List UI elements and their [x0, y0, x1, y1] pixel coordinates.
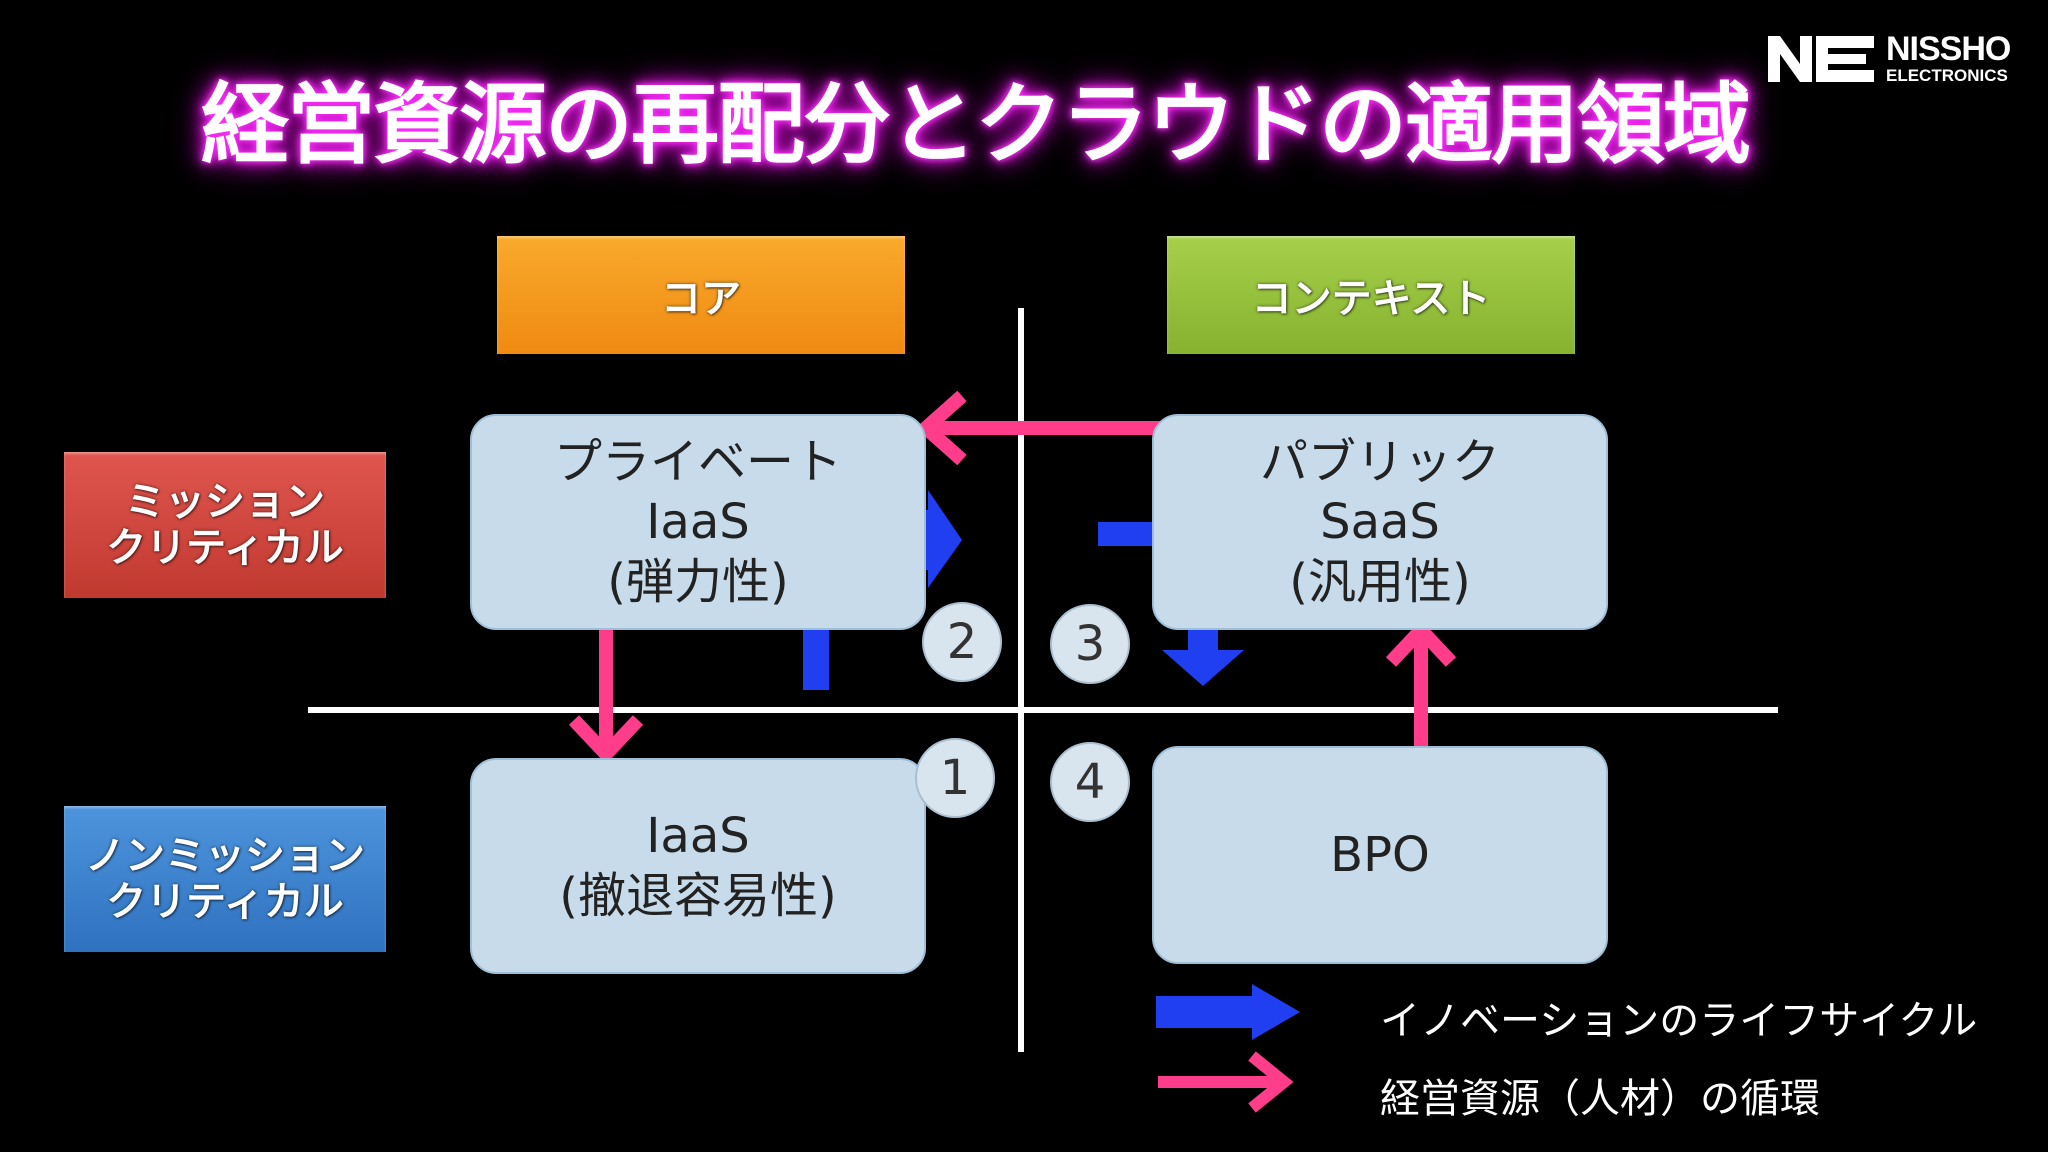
- blue-arrow-up-stub: [803, 626, 829, 690]
- box-private-iaas: プライベート IaaS (弾力性): [470, 414, 926, 630]
- row-header-non-mission-critical: ノンミッション クリティカル: [64, 806, 386, 952]
- column-header-core: コア: [497, 236, 905, 354]
- legend-pink-label: 経営資源（人材）の循環: [1380, 1076, 1820, 1122]
- logo-electronics: ELECTRONICS: [1886, 66, 2008, 85]
- box-bpo: BPO: [1152, 746, 1608, 964]
- box-public-saas: パブリック SaaS (汎用性): [1152, 414, 1608, 630]
- pink-arrow-bpo-to-public: [1385, 619, 1457, 748]
- blue-arrow-right: [922, 490, 962, 588]
- box-line: SaaS: [1320, 494, 1440, 550]
- legend-blue-label: イノベーションのライフサイクル: [1380, 998, 1978, 1044]
- row-label-line2: クリティカル: [106, 525, 344, 571]
- box-line: (撤退容易性): [559, 868, 837, 924]
- blue-arrow-down: [1162, 626, 1244, 686]
- box-line: IaaS: [646, 494, 750, 550]
- company-logo: NISSHO ELECTRONICS: [1766, 30, 2016, 90]
- box-line: BPO: [1330, 827, 1430, 883]
- box-line: (汎用性): [1289, 554, 1471, 610]
- box-line: IaaS: [646, 808, 750, 864]
- column-header-context: コンテキスト: [1167, 236, 1575, 354]
- row-label-line1: ノンミッション: [85, 833, 365, 879]
- row-label-line2: クリティカル: [106, 879, 344, 925]
- row-header-mission-critical: ミッション クリティカル: [64, 452, 386, 598]
- step-number-1: 1: [915, 738, 995, 818]
- legend-blue-arrow-icon: [1156, 984, 1300, 1040]
- slide-title: 経営資源の再配分とクラウドの適用領域: [200, 73, 1751, 176]
- logo-nissho: NISSHO: [1886, 30, 2011, 68]
- pink-arrow-public-to-private: [915, 390, 1165, 466]
- step-number-3: 3: [1050, 604, 1130, 684]
- row-label-line1: ミッション: [125, 479, 325, 525]
- box-line: プライベート: [553, 434, 842, 490]
- blue-arrow-stub-left: [1098, 522, 1152, 546]
- ne-logo-icon: [1768, 36, 1874, 82]
- step-number-2: 2: [922, 602, 1002, 682]
- box-iaas-exit: IaaS (撤退容易性): [470, 758, 926, 974]
- step-number-4: 4: [1050, 742, 1130, 822]
- box-line: (弾力性): [607, 554, 789, 610]
- box-line: パブリック: [1259, 434, 1500, 490]
- pink-arrow-private-to-iaas: [568, 626, 644, 765]
- legend-pink-arrow-icon: [1158, 1051, 1294, 1113]
